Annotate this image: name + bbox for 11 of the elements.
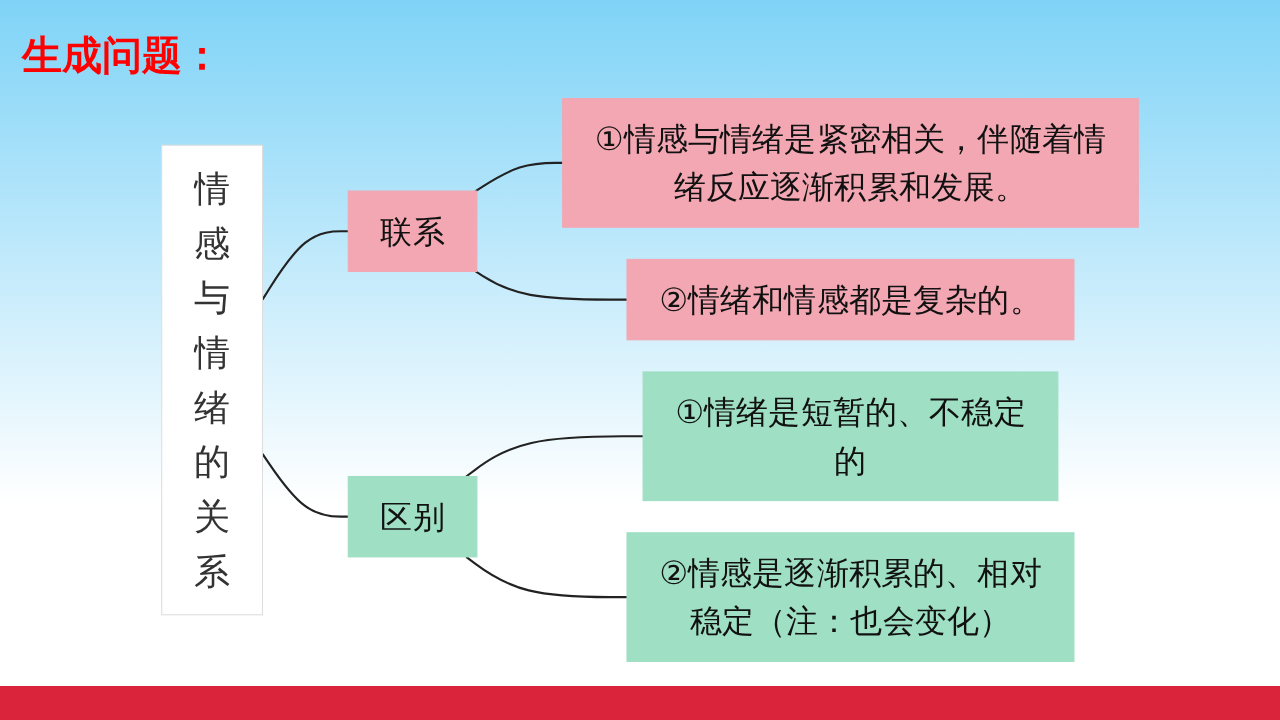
connector	[465, 435, 644, 478]
node-box: ①情感与情绪是紧密相关，伴随着情绪反应逐渐积累和发展。	[562, 98, 1139, 228]
node-box: ①情绪是短暂的、不稳定的	[642, 371, 1059, 502]
node-box: ②情绪和情感都是复杂的。	[626, 258, 1075, 341]
node-box: 区别	[347, 475, 478, 558]
slide-title: 生成问题：	[22, 31, 222, 80]
connector	[475, 161, 563, 192]
connector	[475, 270, 627, 301]
node-box: 联系	[347, 190, 478, 272]
connector	[465, 556, 627, 599]
node-box: ②情感是逐渐积累的、相对稳定（注：也会变化）	[626, 532, 1075, 662]
